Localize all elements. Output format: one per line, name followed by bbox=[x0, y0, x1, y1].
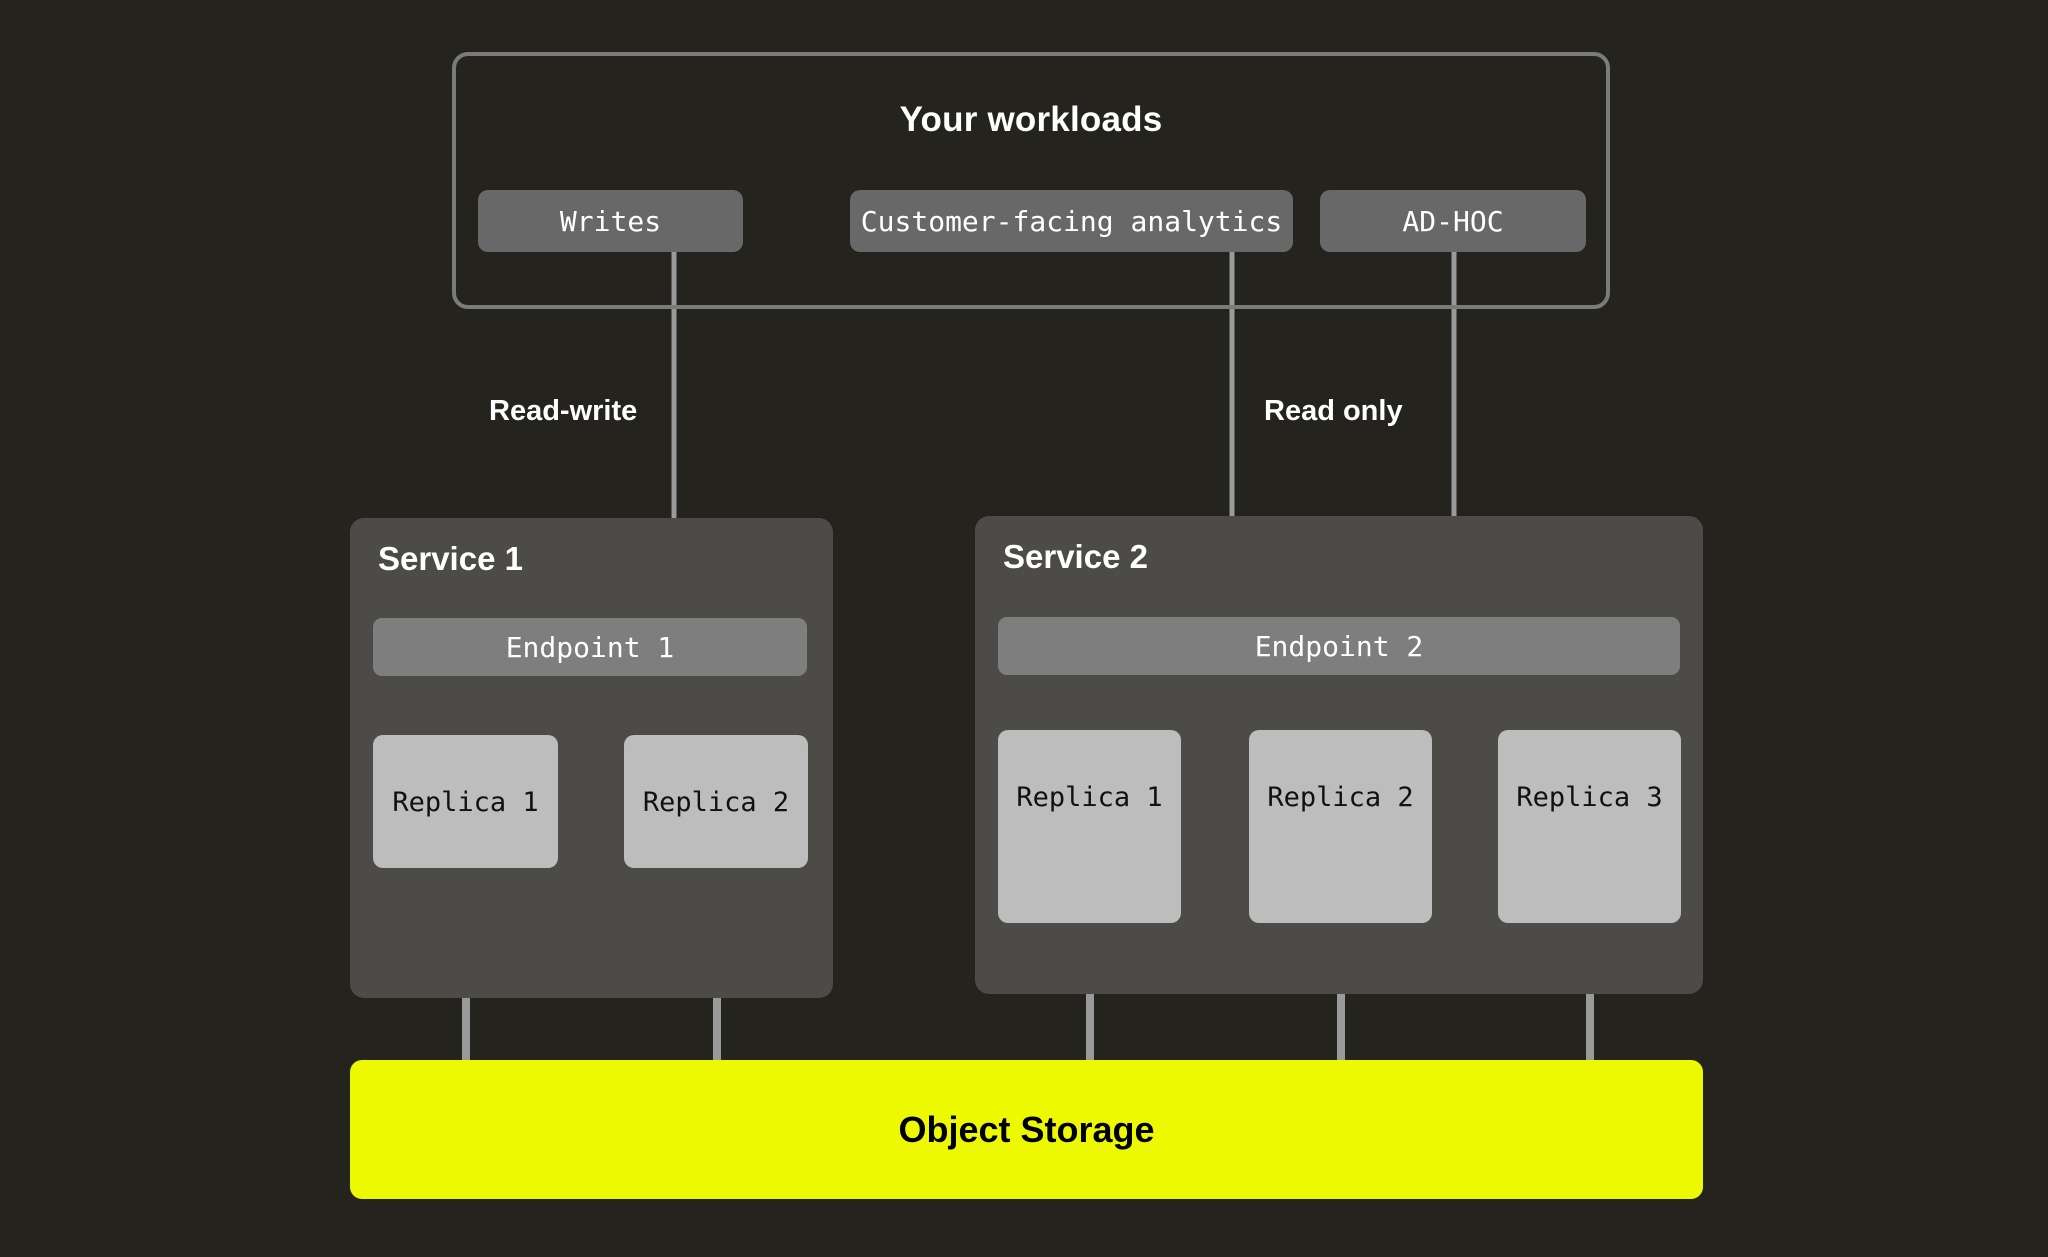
workload-pill-label: AD-HOC bbox=[1402, 204, 1504, 238]
service-2-container: Service 2 Endpoint 2 Replica 1 Replica 2… bbox=[975, 516, 1703, 994]
object-storage-bar[interactable]: Object Storage bbox=[350, 1060, 1703, 1199]
service-2-title: Service 2 bbox=[1003, 538, 1148, 575]
workload-pill-ad-hoc[interactable]: AD-HOC bbox=[1320, 190, 1586, 252]
replica-label: Replica 3 bbox=[1516, 782, 1663, 813]
service-1-replica-2[interactable]: Replica 2 bbox=[624, 735, 808, 868]
workload-pill-writes[interactable]: Writes bbox=[478, 190, 743, 252]
service-2-replica-3[interactable]: Replica 3 bbox=[1498, 730, 1681, 923]
service-1-endpoint[interactable]: Endpoint 1 bbox=[373, 618, 807, 676]
replica-label: Replica 1 bbox=[1016, 782, 1163, 813]
service-2-replica-1[interactable]: Replica 1 bbox=[998, 730, 1181, 923]
replica-label: Replica 2 bbox=[642, 787, 790, 818]
endpoint-label: Endpoint 2 bbox=[1254, 629, 1424, 663]
workloads-panel: Your workloads bbox=[452, 52, 1610, 309]
endpoint-label: Endpoint 1 bbox=[505, 630, 675, 664]
service-1-title: Service 1 bbox=[378, 540, 523, 577]
workloads-title: Your workloads bbox=[899, 100, 1163, 139]
edge-label-read-write: Read-write bbox=[489, 395, 638, 427]
edge-label-read-only: Read only bbox=[1264, 395, 1403, 427]
workload-pill-customer-facing-analytics[interactable]: Customer-facing analytics bbox=[850, 190, 1293, 252]
workload-pill-label: Writes bbox=[559, 204, 662, 238]
replica-label: Replica 2 bbox=[1267, 782, 1414, 813]
service-2-replica-2[interactable]: Replica 2 bbox=[1249, 730, 1432, 923]
object-storage-label: Object Storage bbox=[898, 1108, 1155, 1150]
service-1-replica-1[interactable]: Replica 1 bbox=[373, 735, 558, 868]
replica-label: Replica 1 bbox=[392, 787, 539, 818]
workload-pill-label: Customer-facing analytics bbox=[860, 204, 1283, 238]
service-1-container: Service 1 Endpoint 1 Replica 1 Replica 2 bbox=[350, 518, 833, 998]
service-2-endpoint[interactable]: Endpoint 2 bbox=[998, 617, 1680, 675]
